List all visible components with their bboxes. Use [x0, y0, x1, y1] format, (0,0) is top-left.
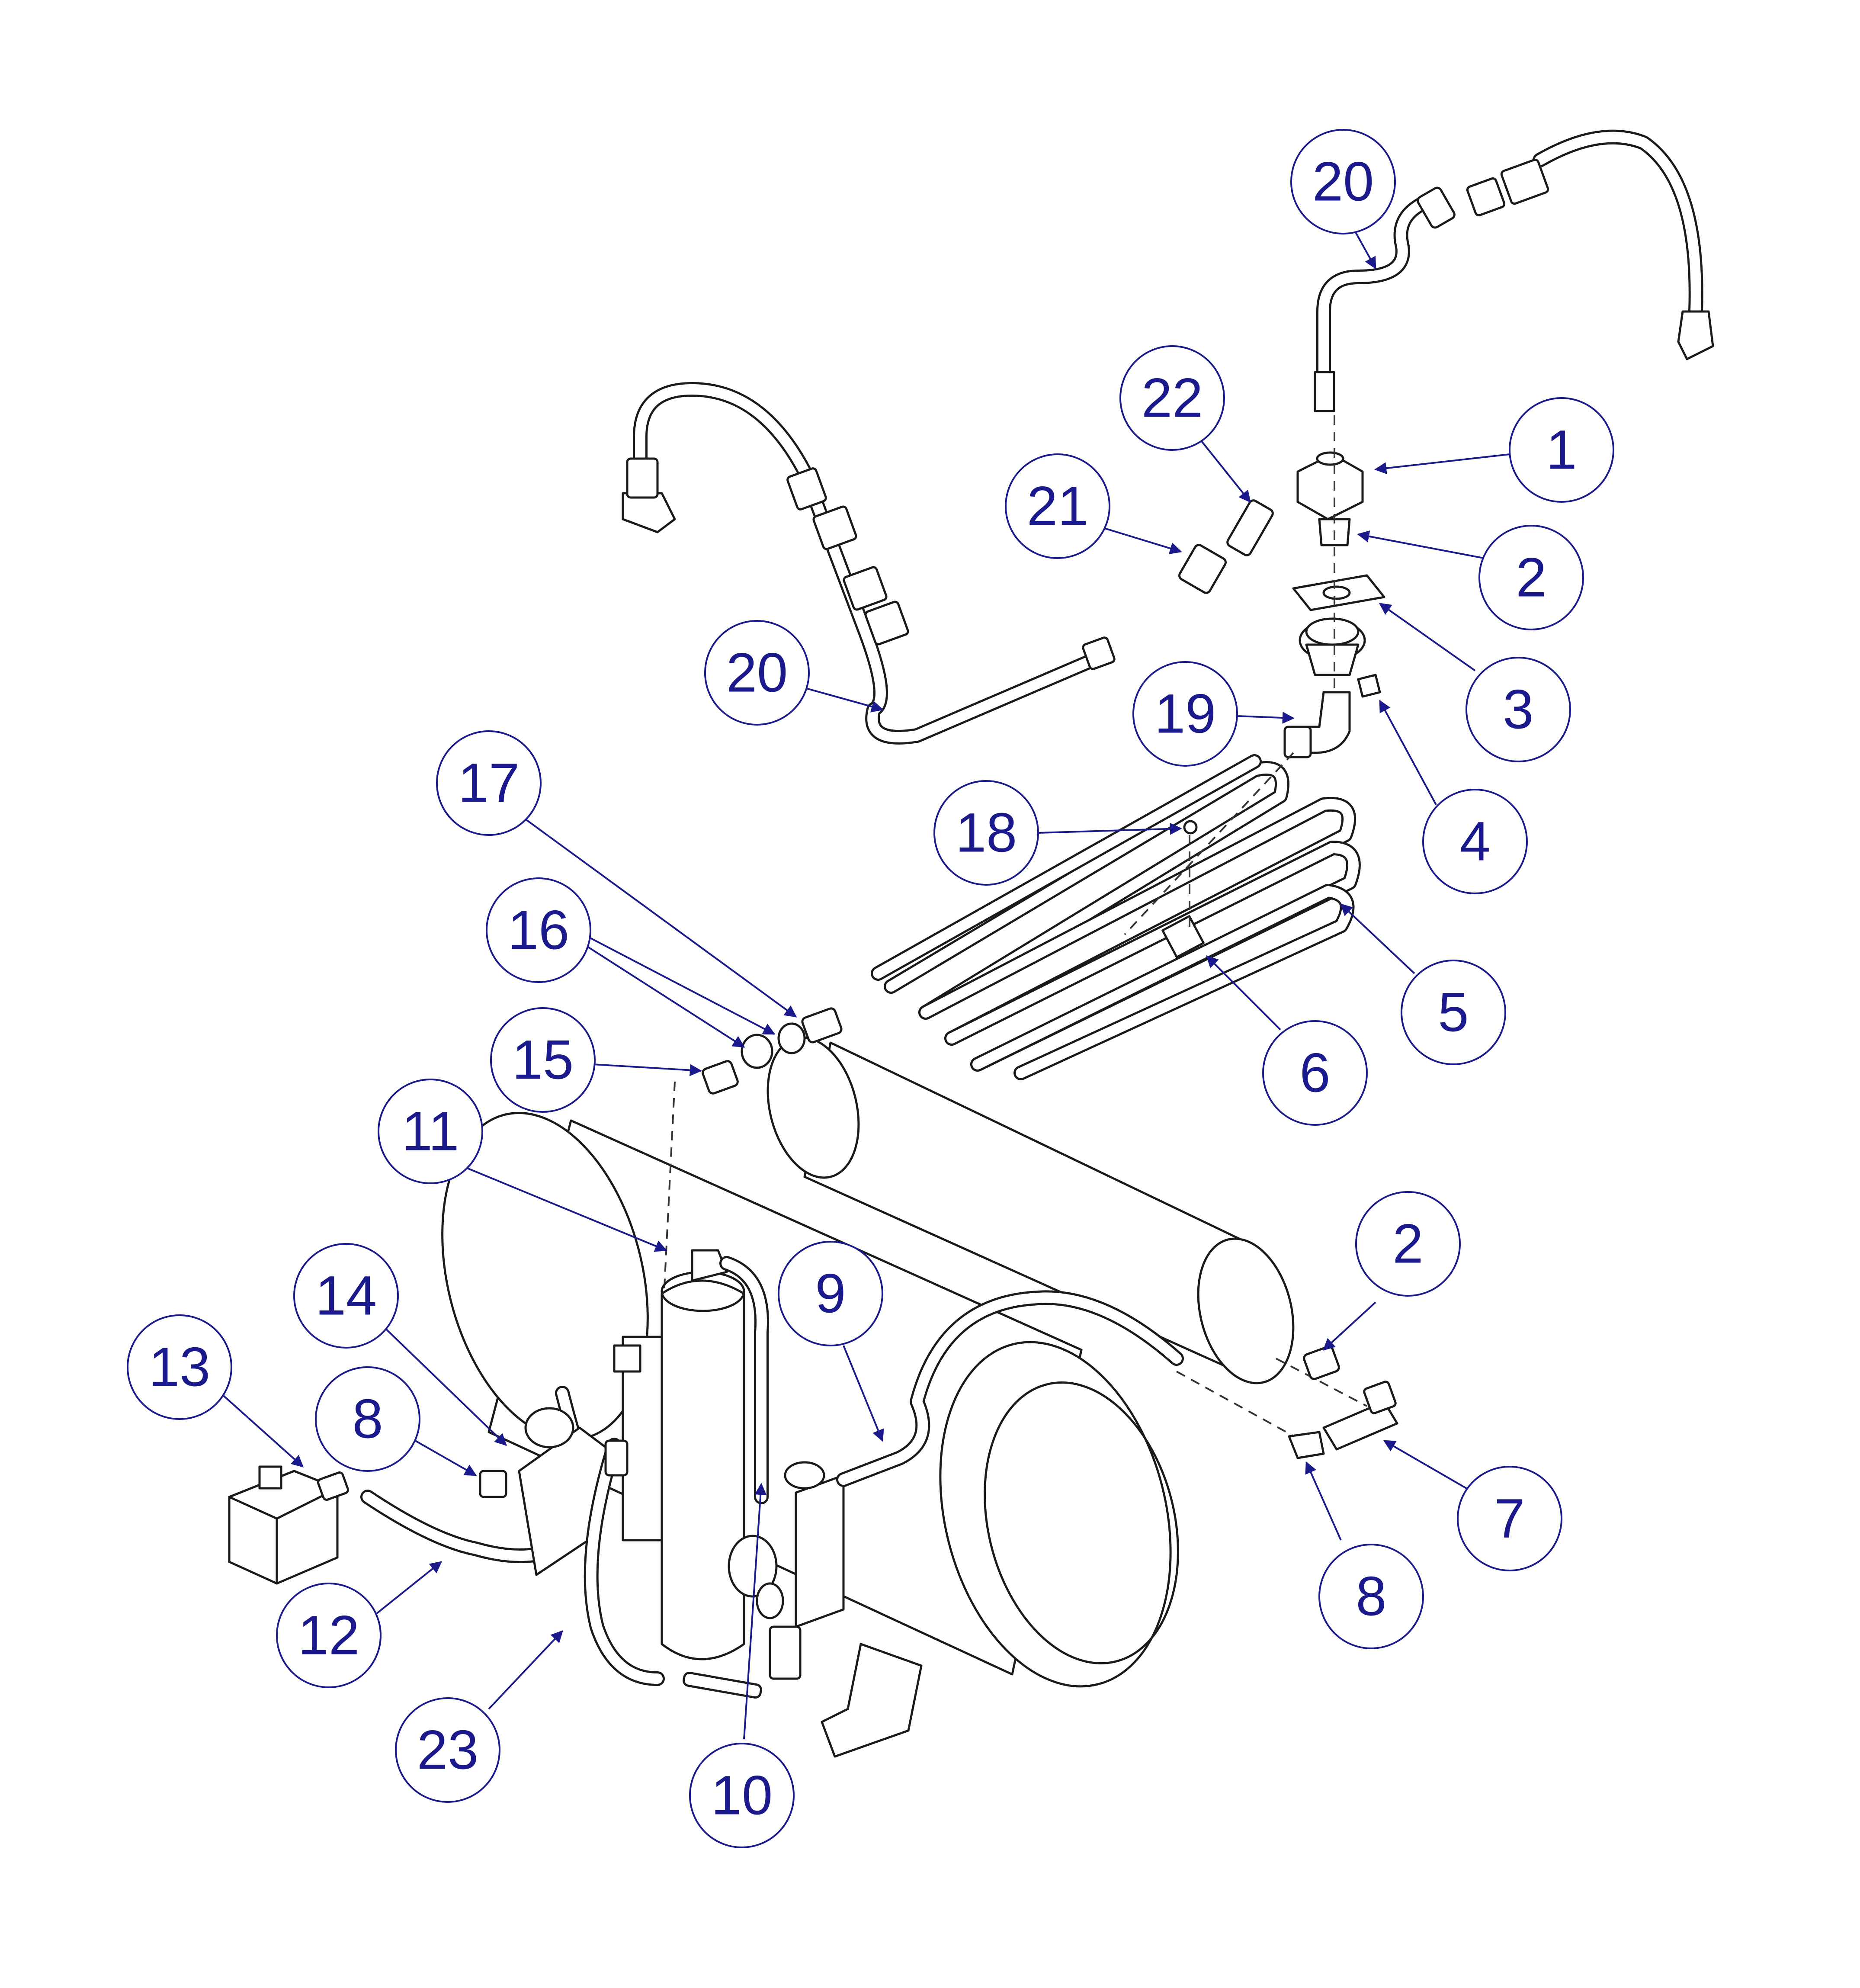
filter-dryer [613, 1249, 769, 1660]
top-right-hose [1314, 129, 1714, 412]
small-fitting [1357, 674, 1381, 698]
callout-1: 1 [1374, 397, 1614, 503]
callout-20-left-label: 20 [726, 642, 788, 704]
callout-3-label: 3 [1503, 679, 1533, 741]
callout-1-label: 1 [1546, 419, 1577, 481]
coil-bracket [1161, 915, 1205, 958]
callout-22: 22 [1119, 345, 1251, 503]
fitting-15 [702, 1060, 739, 1095]
ball-valve [1322, 1381, 1398, 1451]
callout-6: 6 [1206, 955, 1368, 1126]
tee-fitting [1296, 451, 1364, 520]
fitting-2-right [1303, 1346, 1340, 1380]
callout-2-top: 2 [1357, 525, 1584, 630]
callout-16-label: 16 [508, 899, 569, 961]
callout-23-label: 23 [417, 1719, 478, 1781]
callout-18: 18 [933, 780, 1182, 886]
callout-3: 3 [1379, 603, 1571, 762]
callout-7: 7 [1383, 1440, 1562, 1571]
main-air-tank [441, 1111, 1179, 1688]
callout-6-label: 6 [1299, 1042, 1330, 1104]
callout-17: 17 [436, 730, 797, 1018]
callout-19: 19 [1132, 661, 1295, 767]
switch-fitting [317, 1471, 349, 1501]
callout-17-label: 17 [458, 752, 520, 814]
elbow-fitting [1283, 691, 1351, 758]
callout-15: 15 [490, 1007, 702, 1113]
callout-8-right: 8 [1305, 1461, 1424, 1649]
drawing [228, 129, 1714, 1758]
callout-2-top-label: 2 [1516, 547, 1546, 609]
coil-screw [1183, 820, 1198, 835]
callout-8-right-label: 8 [1356, 1566, 1386, 1628]
callout-14-label: 14 [315, 1265, 377, 1327]
cooling-coil [871, 754, 1361, 1080]
callout-11-label: 11 [402, 1101, 459, 1163]
callout-16: 16 [486, 877, 776, 1048]
callout-9: 9 [778, 1241, 884, 1442]
callout-21-label: 21 [1027, 475, 1088, 537]
callout-8-left: 8 [315, 1366, 477, 1476]
callout-4: 4 [1379, 700, 1528, 894]
callout-20-top: 20 [1290, 129, 1396, 270]
callout-2-right-label: 2 [1392, 1213, 1423, 1275]
callout-2-right: 2 [1322, 1191, 1461, 1351]
fitting-16b [777, 1022, 806, 1054]
callout-11: 11 [378, 1079, 667, 1252]
hose-23-fitting [604, 1439, 629, 1477]
callout-23: 23 [395, 1630, 563, 1803]
callout-21: 21 [1005, 453, 1182, 559]
hex-fitting [1178, 544, 1227, 594]
callout-12: 12 [276, 1561, 443, 1688]
pressure-switch [228, 1465, 339, 1585]
left-upper-hose [622, 382, 1116, 745]
callout-9-label: 9 [815, 1263, 846, 1325]
callout-15-label: 15 [512, 1029, 574, 1091]
callout-5-label: 5 [1438, 982, 1469, 1044]
callout-4-label: 4 [1459, 811, 1490, 873]
elbow-8-left [479, 1470, 507, 1498]
callout-20-left: 20 [704, 620, 884, 726]
nipple-fitting [1226, 499, 1274, 556]
callout-8-left-label: 8 [352, 1388, 383, 1450]
elbow-8-right [1288, 1431, 1325, 1459]
callout-13: 13 [127, 1314, 304, 1468]
callout-7-label: 7 [1494, 1488, 1525, 1550]
callout-19-label: 19 [1154, 683, 1216, 745]
callout-22-label: 22 [1142, 367, 1203, 429]
callout-20-top-label: 20 [1312, 151, 1374, 213]
callout-14: 14 [293, 1243, 507, 1446]
callout-12-label: 12 [298, 1605, 359, 1667]
tank-foot [821, 1643, 923, 1758]
callout-10-label: 10 [711, 1765, 773, 1827]
valve-block [683, 1461, 845, 1699]
fitting-17 [801, 1007, 843, 1044]
callouts: 1 2 3 4 5 6 7 [127, 129, 1614, 1848]
callout-13-label: 13 [149, 1336, 210, 1398]
secondary-tank [766, 1036, 1295, 1384]
callout-18-label: 18 [956, 802, 1017, 864]
callout-5: 5 [1340, 903, 1506, 1065]
gasket-plate [1292, 574, 1385, 611]
callout-10: 10 [689, 1483, 795, 1848]
check-valve [1299, 617, 1366, 676]
fitting-16a [741, 1034, 773, 1069]
